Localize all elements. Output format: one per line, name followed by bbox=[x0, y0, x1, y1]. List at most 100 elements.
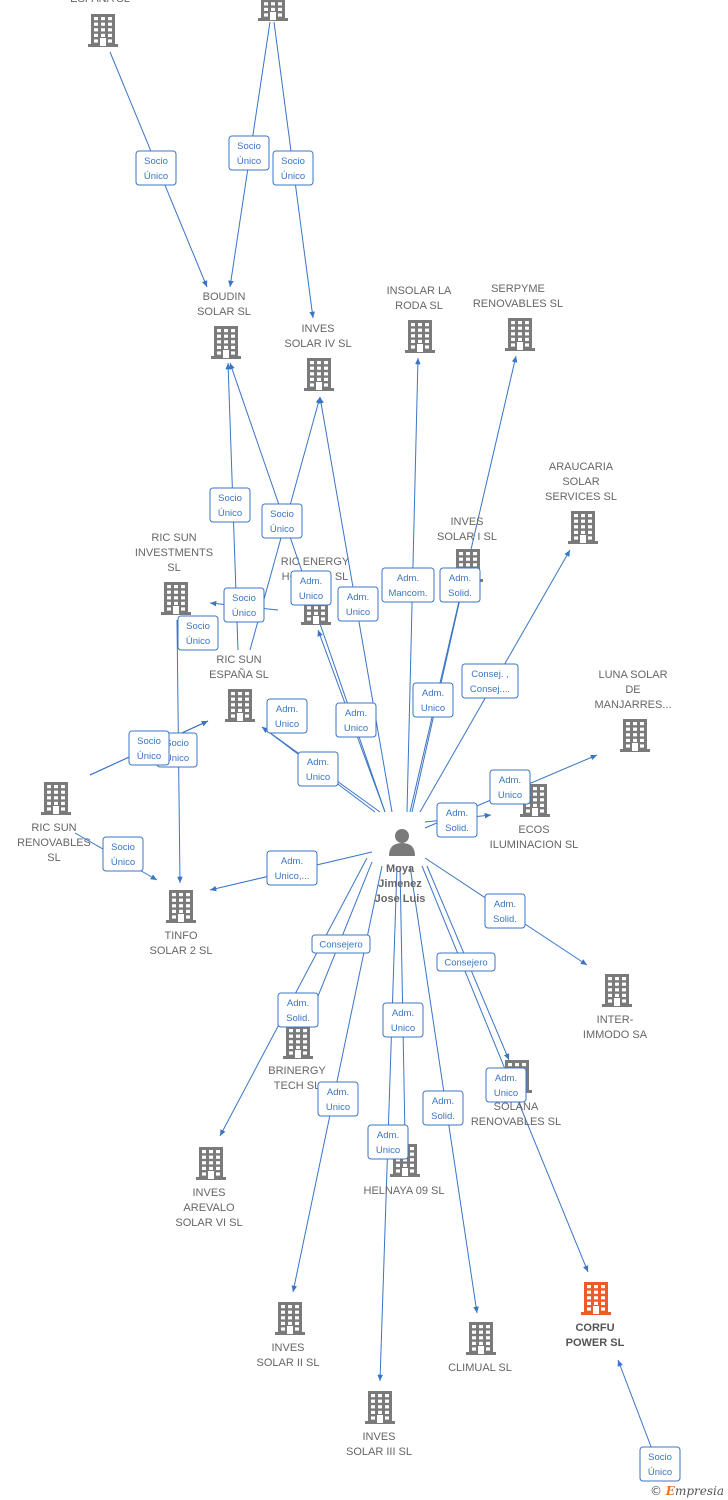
node-luna[interactable]: LUNA SOLARDEMANJARRES... bbox=[594, 669, 672, 752]
edge-label-text: Adm. bbox=[495, 1073, 517, 1084]
edge-label-text: Adm. bbox=[397, 573, 419, 584]
node-label: SOLAR bbox=[562, 476, 599, 488]
edge-label[interactable]: Adm.Solid. bbox=[439, 567, 481, 603]
node-inter[interactable]: INTER-IMMODO SA bbox=[583, 974, 648, 1041]
edge-label[interactable]: Adm.Unico bbox=[335, 702, 377, 738]
edge-label[interactable]: Adm.Unico,... bbox=[266, 850, 318, 886]
edge-label[interactable]: Adm.Unico bbox=[266, 698, 308, 734]
edge-label-box bbox=[489, 769, 531, 805]
edge-label-text: Adm. bbox=[347, 592, 369, 603]
edge-label[interactable]: Adm.Unico bbox=[485, 1067, 527, 1103]
empresia-logo[interactable]: © Empresia bbox=[649, 1484, 724, 1498]
node-label: SOLAR VI SL bbox=[175, 1217, 242, 1229]
edge-label-text: Unico bbox=[391, 1023, 415, 1034]
edge-label[interactable]: Adm.Unico bbox=[489, 769, 531, 805]
node-label: CLIMUAL SL bbox=[448, 1362, 512, 1374]
edge-label-box bbox=[382, 1002, 424, 1038]
edge-label[interactable]: Adm.Solid. bbox=[484, 893, 526, 929]
edge-label[interactable]: Adm.Unico bbox=[367, 1124, 409, 1160]
edge-label-text: Unico bbox=[421, 703, 445, 714]
node-climual[interactable]: CLIMUAL SL bbox=[448, 1322, 512, 1374]
node-top_mid[interactable] bbox=[258, 0, 288, 21]
node-label: ILUMINACION SL bbox=[490, 839, 579, 851]
edge-label[interactable]: Consejero bbox=[436, 952, 496, 972]
edge-label-box bbox=[177, 615, 219, 651]
edge-label-box bbox=[297, 751, 339, 787]
node-label: INVES bbox=[301, 323, 334, 335]
node-label: ARAUCARIA bbox=[549, 461, 614, 473]
node-top_left[interactable]: ESPAÑA SL bbox=[70, 0, 130, 47]
edge-label-text: Adm. bbox=[432, 1096, 454, 1107]
building-icon bbox=[405, 320, 435, 353]
edge-label-text: Único bbox=[165, 753, 189, 764]
node-label: SOLAR III SL bbox=[346, 1446, 412, 1458]
edge-label-text: Socio bbox=[270, 509, 294, 520]
building-icon bbox=[41, 782, 71, 815]
edge-label[interactable]: Consej. ,Consej.... bbox=[461, 663, 519, 699]
edge-label-text: Adm. bbox=[392, 1008, 414, 1019]
node-label: Jose Luis bbox=[375, 893, 426, 905]
edge-label-box bbox=[272, 150, 314, 186]
edge-label[interactable]: Adm. Mancom. bbox=[381, 567, 435, 603]
edge-label[interactable]: Adm.Unico bbox=[290, 570, 332, 606]
edge-label-text: Solid. bbox=[445, 823, 469, 834]
edge-label-box bbox=[228, 135, 270, 171]
edge-label[interactable]: Adm. Unico bbox=[382, 1002, 424, 1038]
edge-label[interactable]: Adm.Solid. bbox=[436, 802, 478, 838]
building-icon bbox=[602, 974, 632, 1007]
edge-label[interactable]: Adm.Unico bbox=[317, 1081, 359, 1117]
node-label: POWER SL bbox=[566, 1337, 625, 1349]
building-icon bbox=[196, 1147, 226, 1180]
edge-label-text: Unico bbox=[376, 1145, 400, 1156]
node-label: SL bbox=[167, 562, 180, 574]
building-icon bbox=[505, 318, 535, 351]
edge-label-text: Mancom. bbox=[388, 588, 427, 599]
edge-label[interactable]: Adm. Unico bbox=[412, 682, 454, 718]
edge-label-text: Socio bbox=[111, 842, 135, 853]
edge-label-text: Unico bbox=[306, 772, 330, 783]
edge-label[interactable]: Adm.Solid. bbox=[277, 992, 319, 1028]
edge-label[interactable]: Adm.Unico bbox=[337, 586, 379, 622]
edge-person-to-climual bbox=[409, 865, 479, 1314]
edge-label-box bbox=[436, 802, 478, 838]
edge-label-text: Adm. bbox=[422, 688, 444, 699]
node-label: Jimenez bbox=[378, 878, 422, 890]
edge-label-text: Consej.... bbox=[470, 684, 510, 695]
edge-label-text: Único bbox=[186, 636, 210, 647]
edge-label-box bbox=[485, 1067, 527, 1103]
node-label: RIC ENERGY bbox=[281, 556, 350, 568]
edge-person-to-inves_iii bbox=[377, 865, 398, 1382]
edge-label[interactable]: Consejero bbox=[311, 934, 371, 954]
node-label: MANJARRES... bbox=[594, 699, 671, 711]
edge-label[interactable]: Adm.Unico bbox=[297, 751, 339, 787]
node-araucaria[interactable]: ARAUCARIA SOLAR SERVICES SL bbox=[545, 461, 617, 544]
node-label: HELNAYA 09 SL bbox=[364, 1185, 445, 1197]
edge-label[interactable]: Adm.Solid. bbox=[422, 1090, 464, 1126]
node-label: SERVICES SL bbox=[545, 491, 617, 503]
